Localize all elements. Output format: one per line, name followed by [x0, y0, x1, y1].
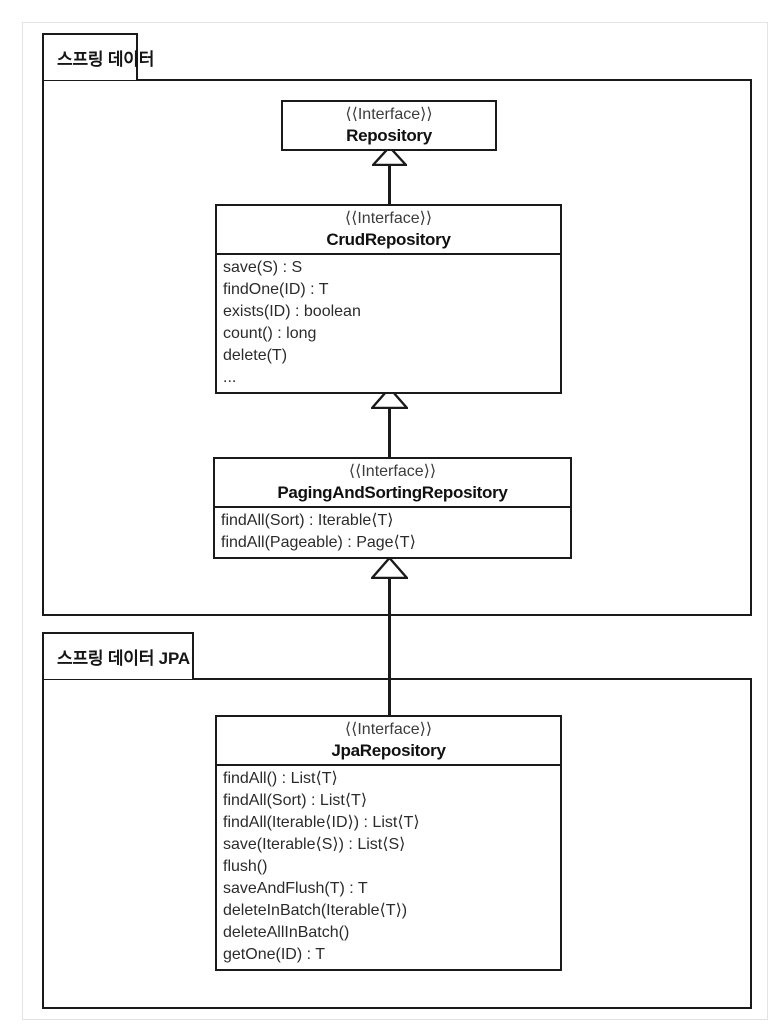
class-member: ... [223, 369, 237, 386]
class-name-crud-repository: CrudRepository [326, 230, 451, 249]
generalization-arrow-paging-to-crud [371, 387, 408, 409]
class-member: findAll() : List⟨T⟩ [223, 770, 338, 787]
class-member: count() : long [223, 325, 317, 342]
class-header-jpa-repository: ⟨⟨Interface⟩⟩ JpaRepository [217, 717, 560, 764]
class-member: exists(ID) : boolean [223, 303, 361, 320]
class-box-paging-and-sorting-repository[interactable]: ⟨⟨Interface⟩⟩ PagingAndSortingRepository… [213, 457, 572, 559]
class-name-jpa-repository: JpaRepository [331, 741, 446, 760]
generalization-arrow-jpa-to-paging [371, 557, 408, 579]
class-stereotype-paging-and-sorting-repository: ⟨⟨Interface⟩⟩ [348, 463, 437, 480]
class-member: delete(T) [223, 347, 288, 364]
class-box-crud-repository[interactable]: ⟨⟨Interface⟩⟩ CrudRepository save(S) : S… [215, 204, 562, 394]
class-member: saveAndFlush(T) : T [223, 880, 368, 897]
class-members-jpa-repository: findAll() : List⟨T⟩ findAll(Sort) : List… [217, 764, 560, 969]
class-name-paging-and-sorting-repository: PagingAndSortingRepository [277, 483, 508, 502]
class-box-repository[interactable]: ⟨⟨Interface⟩⟩ Repository [281, 100, 497, 151]
class-member: deleteAllInBatch() [223, 924, 350, 941]
connector-line-crud-to-repository [388, 163, 391, 205]
class-member: getOne(ID) : T [223, 946, 325, 963]
package-tab-spring-data-jpa: 스프링 데이터 JPA [42, 632, 194, 679]
class-member: save(Iterable⟨S⟩) : List⟨S⟩ [223, 836, 406, 853]
class-member: findOne(ID) : T [223, 281, 329, 298]
class-header-repository: ⟨⟨Interface⟩⟩ Repository [283, 102, 495, 149]
class-member: flush() [223, 858, 268, 875]
generalization-arrow-crud-to-repository [372, 146, 407, 166]
class-name-repository: Repository [346, 126, 432, 145]
connector-line-paging-to-crud [388, 407, 391, 459]
class-members-crud-repository: save(S) : S findOne(ID) : T exists(ID) :… [217, 253, 560, 392]
class-stereotype-crud-repository: ⟨⟨Interface⟩⟩ [344, 210, 433, 227]
class-members-paging-and-sorting-repository: findAll(Sort) : Iterable⟨T⟩ findAll(Page… [215, 506, 570, 557]
class-member: findAll(Iterable⟨ID⟩) : List⟨T⟩ [223, 814, 420, 831]
class-member: findAll(Pageable) : Page⟨T⟩ [221, 534, 416, 551]
class-stereotype-repository: ⟨⟨Interface⟩⟩ [345, 106, 433, 123]
package-label-spring-data-jpa: 스프링 데이터 JPA [57, 649, 190, 668]
class-header-crud-repository: ⟨⟨Interface⟩⟩ CrudRepository [217, 206, 560, 253]
connector-line-jpa-to-paging [388, 577, 391, 717]
class-member: save(S) : S [223, 259, 303, 276]
class-member: findAll(Sort) : List⟨T⟩ [223, 792, 368, 809]
package-label-spring-data: 스프링 데이터 [57, 50, 155, 69]
class-header-paging-and-sorting-repository: ⟨⟨Interface⟩⟩ PagingAndSortingRepository [215, 459, 570, 506]
class-stereotype-jpa-repository: ⟨⟨Interface⟩⟩ [344, 721, 433, 738]
class-member: findAll(Sort) : Iterable⟨T⟩ [221, 512, 394, 529]
class-box-jpa-repository[interactable]: ⟨⟨Interface⟩⟩ JpaRepository findAll() : … [215, 715, 562, 971]
class-member: deleteInBatch(Iterable⟨T⟩) [223, 902, 408, 919]
package-tab-spring-data: 스프링 데이터 [42, 33, 154, 80]
